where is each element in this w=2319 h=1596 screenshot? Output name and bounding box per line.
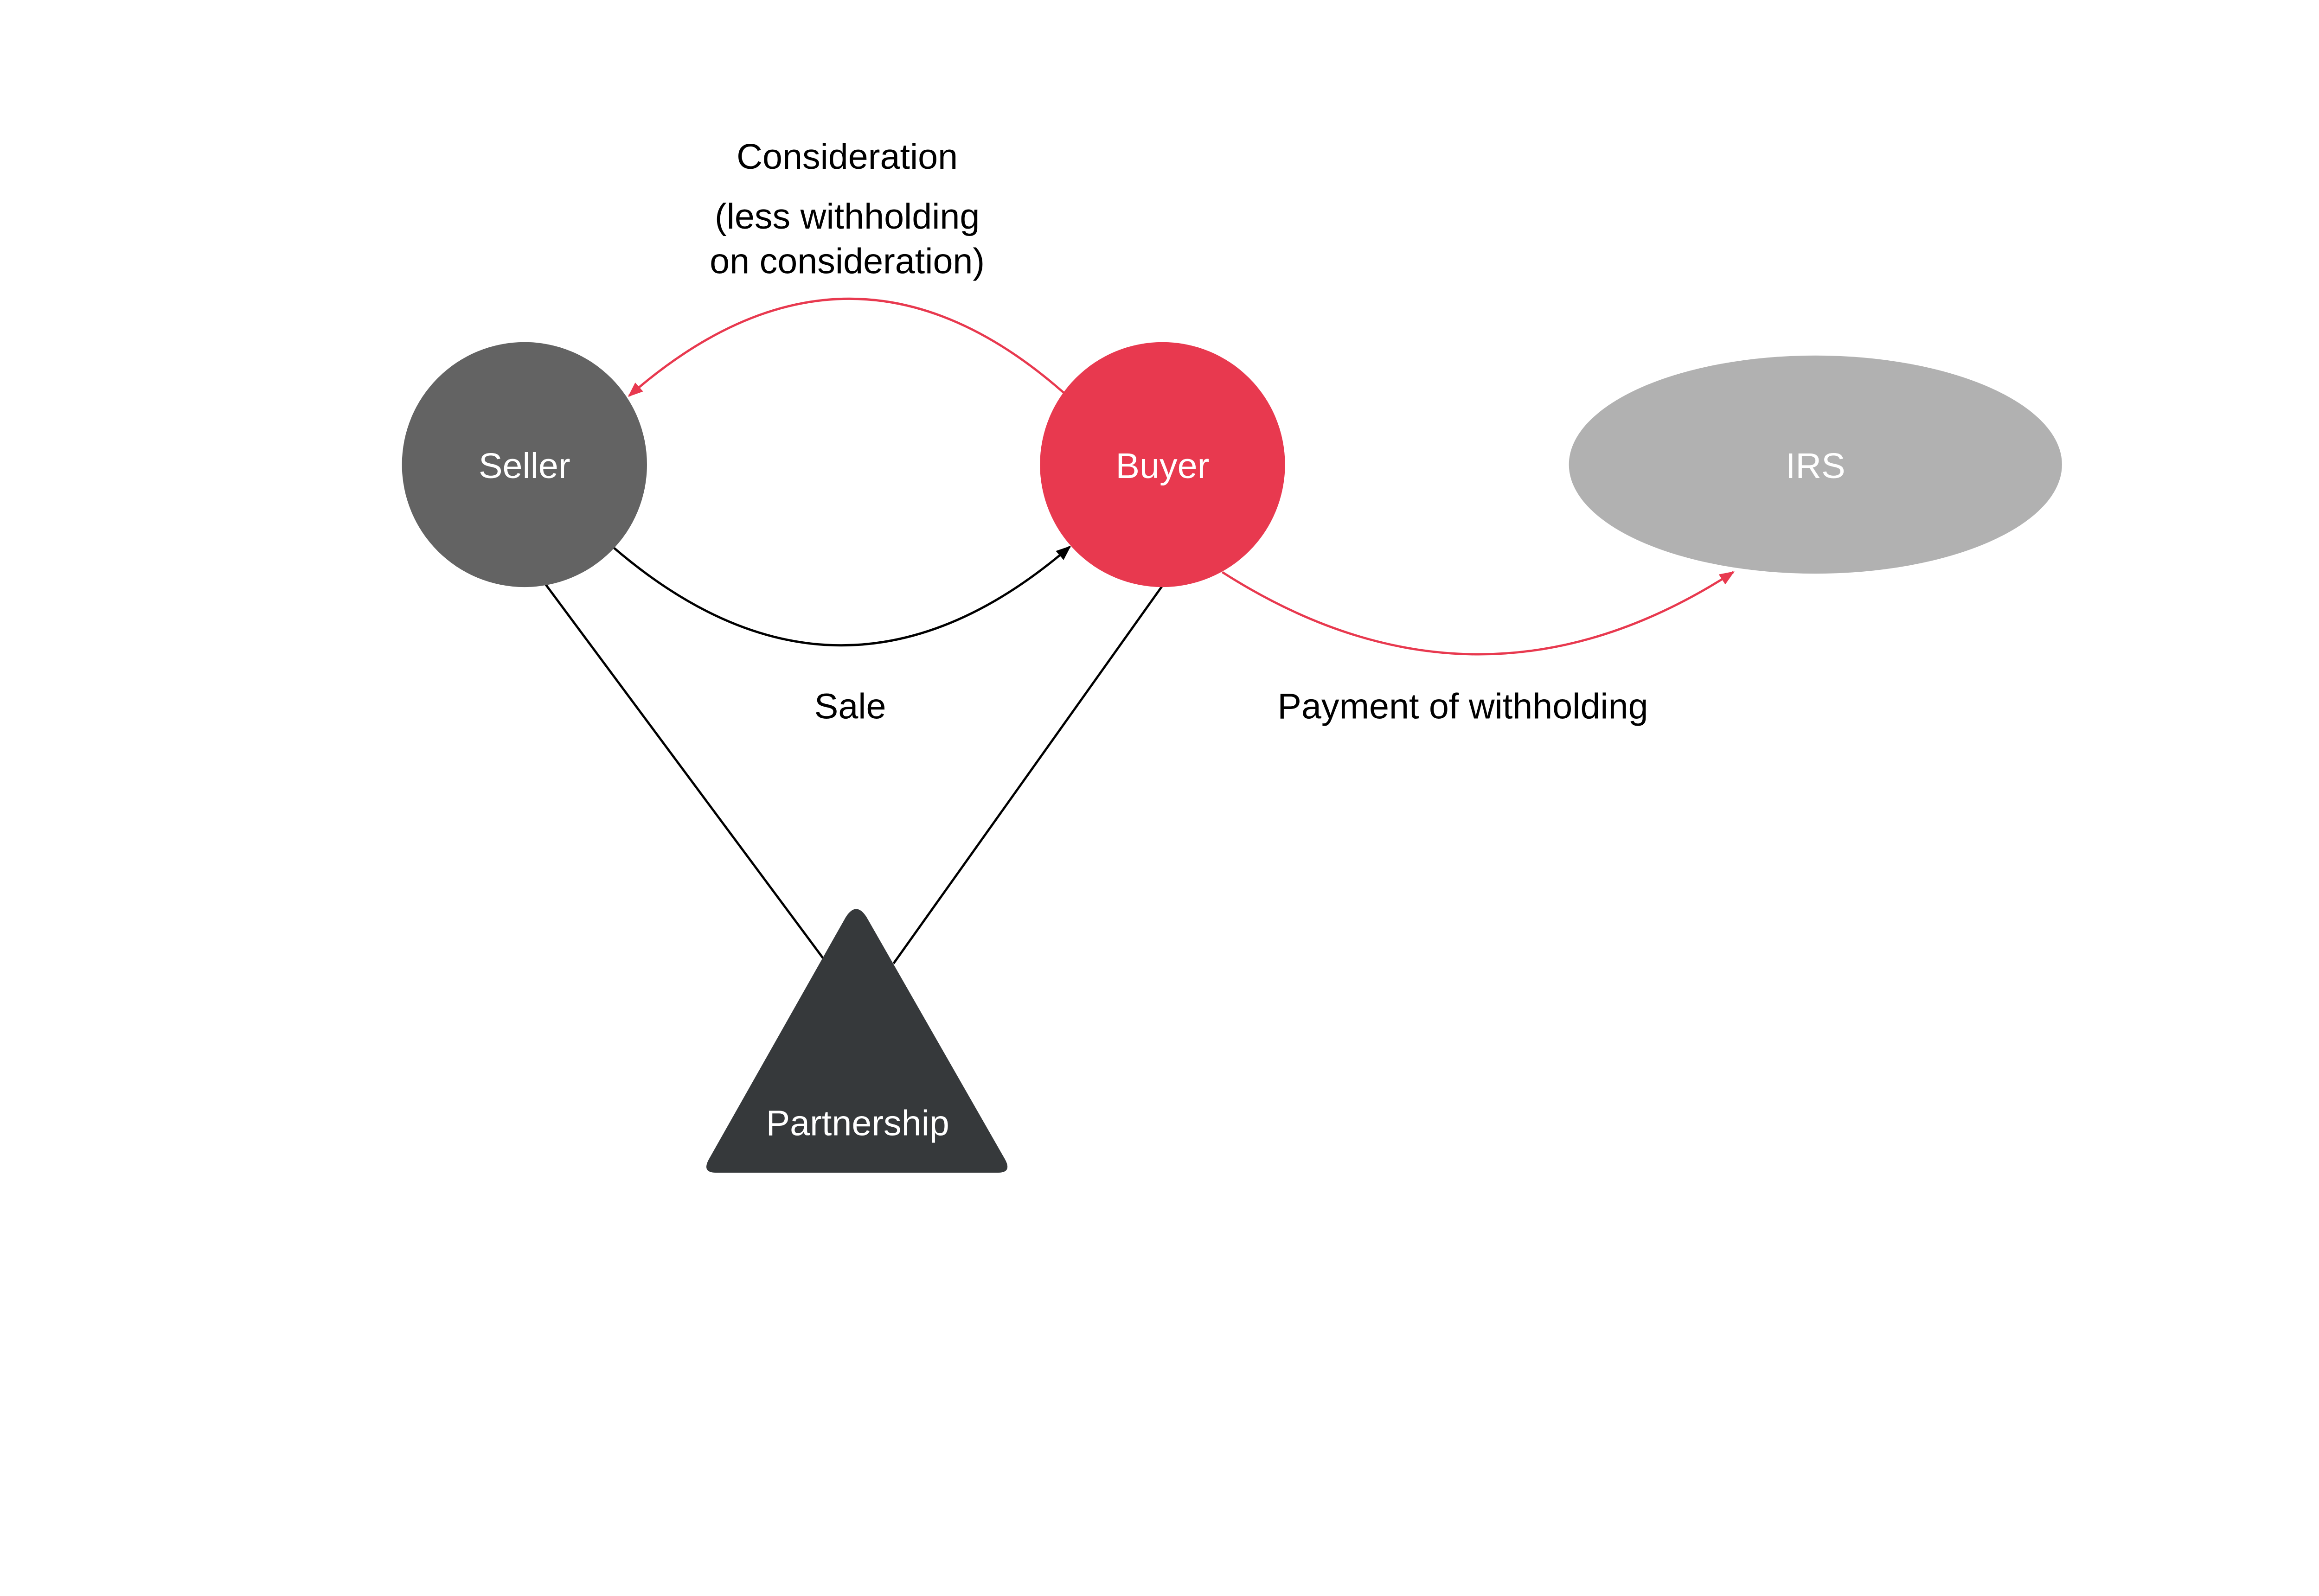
buyer-label: Buyer <box>1115 446 1209 486</box>
sale-arrow <box>612 546 1071 646</box>
seller-node: Seller <box>402 342 647 587</box>
seller-label: Seller <box>479 446 570 486</box>
consideration-arrow <box>628 297 1065 397</box>
seller-partnership-line <box>544 583 826 961</box>
consideration-line1: (less withholding <box>715 197 980 236</box>
consideration-title: Consideration <box>737 137 958 177</box>
partnership-node: Partnership <box>706 909 1008 1173</box>
diagram-canvas: Seller Buyer IRS Partnership Considerati… <box>402 137 2062 1173</box>
partnership-label: Partnership <box>766 1103 949 1143</box>
sale-label: Sale <box>814 687 886 727</box>
buyer-partnership-line <box>892 585 1164 964</box>
irs-node: IRS <box>1569 355 2062 574</box>
irs-label: IRS <box>1786 446 1845 486</box>
payment-label: Payment of withholding <box>1277 687 1648 727</box>
payment-arrow <box>1222 571 1735 656</box>
buyer-node: Buyer <box>1040 342 1285 587</box>
consideration-line2: on consideration) <box>710 242 985 281</box>
